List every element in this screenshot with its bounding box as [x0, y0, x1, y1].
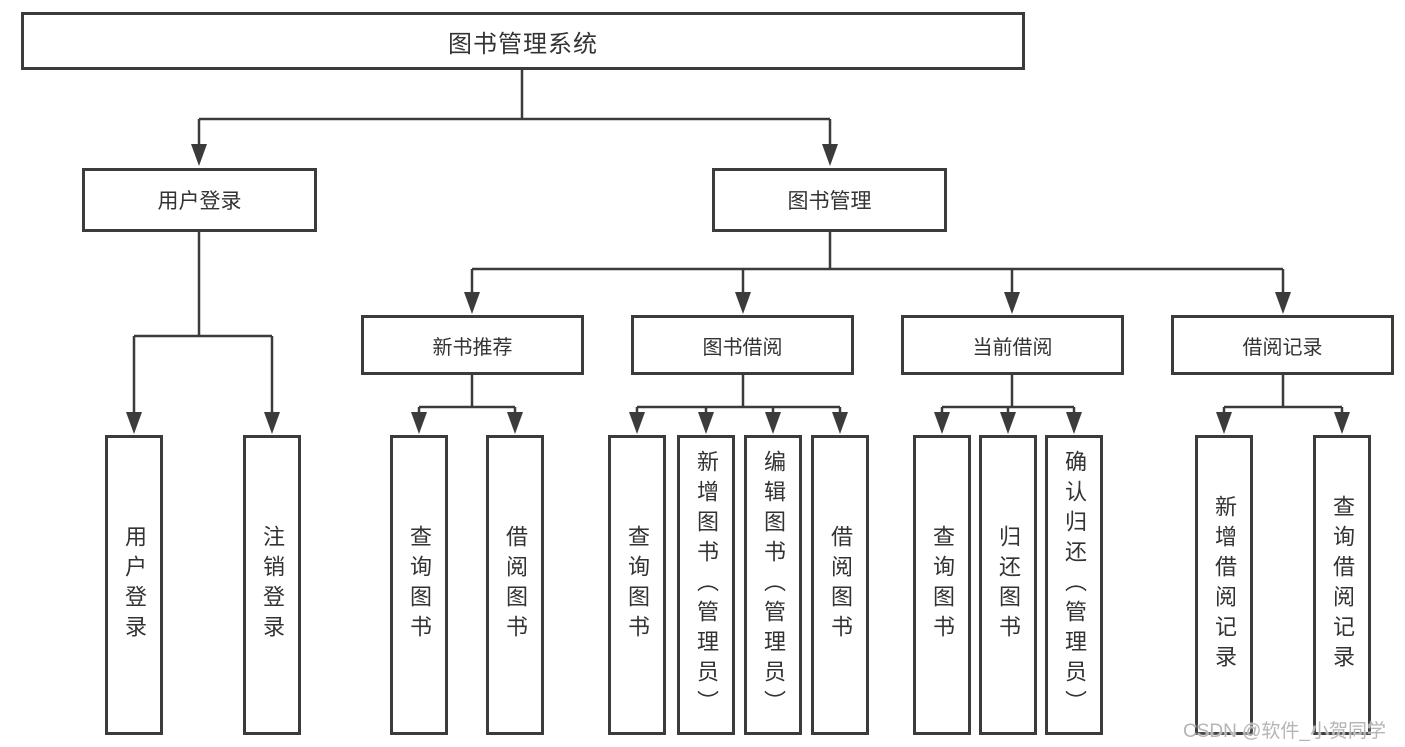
- leaf-label: 确认归还（管理员）: [1062, 450, 1087, 720]
- node-label: 图书管理: [787, 190, 872, 213]
- node-book-borrow: 图书借阅: [631, 315, 854, 375]
- leaf-user-login: 用户登录: [105, 435, 163, 735]
- leaf-label: 用户登录: [122, 525, 147, 645]
- leaf-current-query-books: 查询图书: [913, 435, 971, 735]
- leaf-recommend-query-books: 查询图书: [390, 435, 448, 735]
- node-label: 图书借阅: [702, 336, 783, 359]
- leaf-label: 新增图书（管理员）: [694, 450, 719, 720]
- leaf-label: 查询借阅记录: [1330, 495, 1355, 675]
- node-new-book-recommend: 新书推荐: [361, 315, 584, 375]
- leaf-current-confirm-return-admin: 确认归还（管理员）: [1045, 435, 1103, 735]
- node-borrow-records: 借阅记录: [1171, 315, 1394, 375]
- leaf-current-return-books: 归还图书: [979, 435, 1037, 735]
- node-label: 借阅记录: [1242, 336, 1323, 359]
- leaf-label: 借阅图书: [828, 525, 853, 645]
- leaf-records-add-record: 新增借阅记录: [1195, 435, 1253, 735]
- node-book-management: 图书管理: [712, 168, 947, 232]
- leaf-borrow-edit-books-admin: 编辑图书（管理员）: [744, 435, 802, 735]
- leaf-label: 借阅图书: [503, 525, 528, 645]
- leaf-borrow-query-books: 查询图书: [608, 435, 666, 735]
- csdn-watermark: CSDN @软件_小贺同学: [1183, 721, 1386, 742]
- leaf-label: 新增借阅记录: [1212, 495, 1237, 675]
- node-library-management-system: 图书管理系统: [21, 12, 1025, 70]
- leaf-label: 查询图书: [625, 525, 650, 645]
- leaf-borrow-borrow-books: 借阅图书: [811, 435, 869, 735]
- leaf-borrow-add-books-admin: 新增图书（管理员）: [677, 435, 735, 735]
- leaf-label: 归还图书: [996, 525, 1021, 645]
- node-label: 新书推荐: [432, 336, 513, 359]
- leaf-logout: 注销登录: [243, 435, 301, 735]
- leaf-label: 查询图书: [407, 525, 432, 645]
- leaf-records-query-record: 查询借阅记录: [1313, 435, 1371, 735]
- leaf-recommend-borrow-books: 借阅图书: [486, 435, 544, 735]
- node-user-login: 用户登录: [82, 168, 317, 232]
- node-label: 图书管理系统: [448, 30, 598, 58]
- node-label: 当前借阅: [972, 336, 1053, 359]
- node-label: 用户登录: [157, 190, 242, 213]
- leaf-label: 注销登录: [260, 525, 285, 645]
- leaf-label: 查询图书: [930, 525, 955, 645]
- node-current-borrow: 当前借阅: [901, 315, 1124, 375]
- leaf-label: 编辑图书（管理员）: [761, 450, 786, 720]
